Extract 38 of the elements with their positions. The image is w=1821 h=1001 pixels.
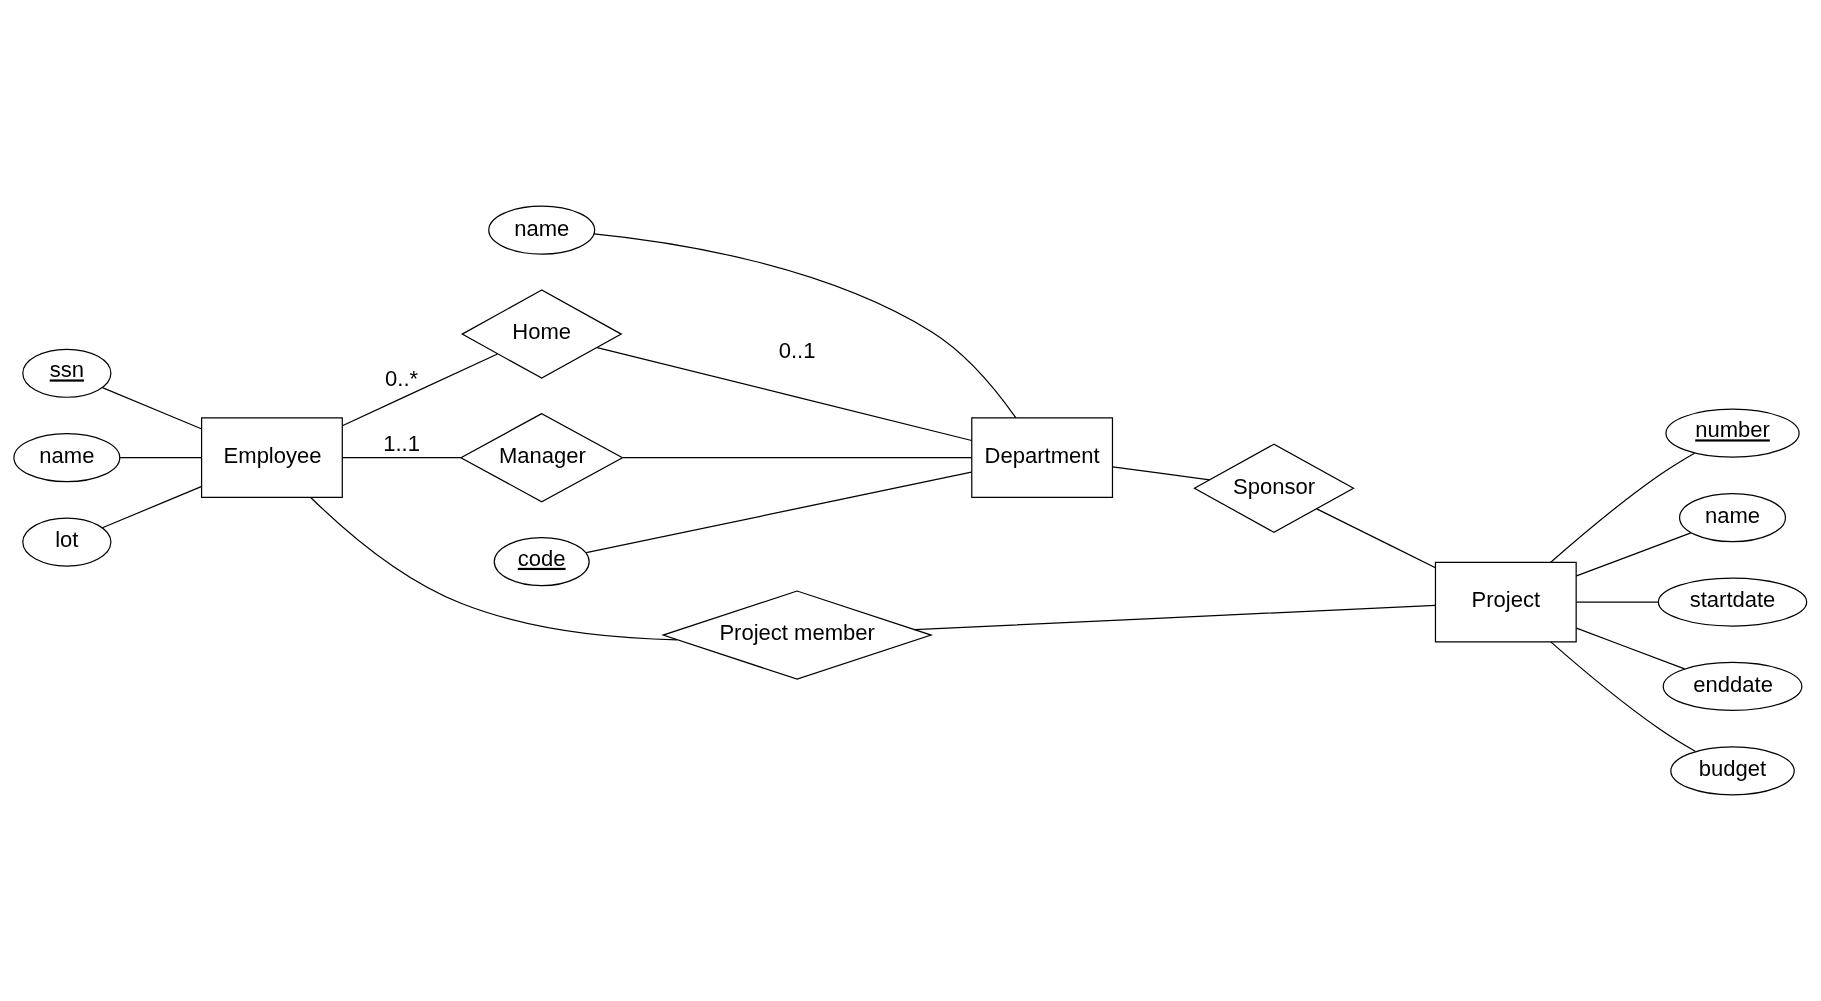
node-diamond: Sponsor [1193, 443, 1355, 533]
node-diamond: Manager [459, 412, 624, 503]
node-ellipse: enddate [1662, 661, 1803, 712]
connector [341, 353, 499, 427]
connector [593, 233, 1017, 419]
connector [341, 457, 462, 459]
edge-label: 0..* [385, 365, 419, 391]
connector [1550, 641, 1696, 752]
node-box: Department [971, 417, 1114, 499]
connector [1316, 508, 1437, 569]
node-ellipse: number [1665, 408, 1800, 458]
connector [310, 496, 678, 641]
node-ellipse: code [493, 537, 590, 587]
node-ellipse: startdate [1657, 577, 1808, 627]
node-ellipse: name [13, 433, 121, 483]
node-ellipse: lot [22, 517, 112, 567]
node-diamond: Project member [661, 590, 934, 680]
node-ellipse: budget [1670, 746, 1795, 796]
edge-label: 1..1 [383, 430, 420, 456]
node-box: Project [1434, 561, 1577, 643]
connector [101, 486, 202, 529]
connector [1575, 532, 1692, 577]
connector [101, 386, 202, 430]
connector [119, 457, 203, 459]
connector [1575, 601, 1659, 603]
connector [1550, 452, 1696, 563]
node-ellipse: name [1679, 493, 1787, 543]
node-box: Employee [201, 417, 343, 499]
connector [622, 457, 973, 459]
connector [1111, 466, 1211, 481]
node-ellipse: ssn [22, 348, 112, 398]
connector [596, 346, 973, 442]
node-diamond: Home [460, 289, 623, 379]
connector [913, 604, 1436, 631]
edge-label: 0..1 [778, 337, 816, 363]
connector [1575, 627, 1686, 670]
connector [585, 471, 972, 554]
node-ellipse: name [488, 205, 596, 255]
